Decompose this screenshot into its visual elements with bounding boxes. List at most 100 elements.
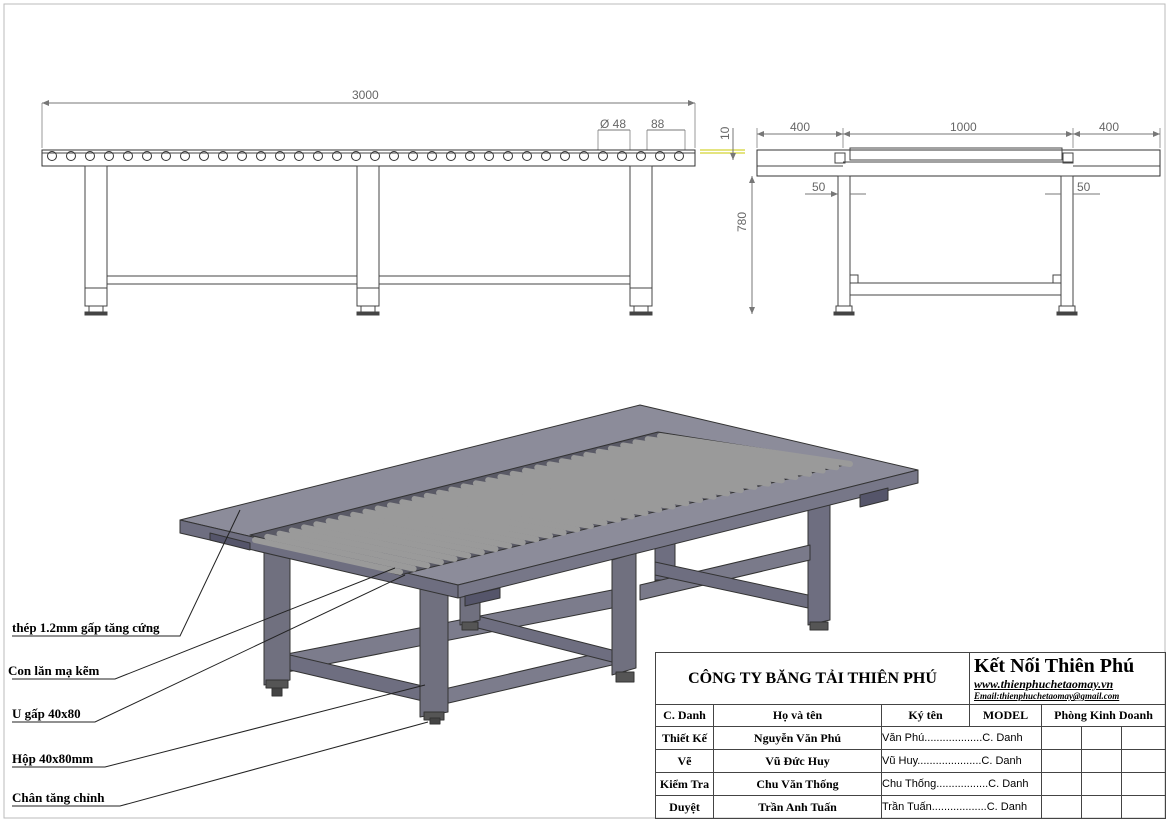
roller-end [579, 151, 589, 161]
dim-offset-right: 50 [1077, 180, 1091, 194]
roller-end [256, 151, 266, 161]
roller-end [332, 151, 342, 161]
roller-end [313, 151, 323, 161]
dim-overall-length: 3000 [352, 88, 379, 102]
iso-roller [399, 499, 567, 536]
dim-side-left: 400 [790, 120, 810, 134]
iso-roller [337, 514, 499, 553]
row-role: Duyệt [655, 795, 714, 819]
dim-offset-left: 50 [812, 180, 826, 194]
callout-box-tube: Hộp 40x80mm [12, 751, 94, 766]
header-role: C. Danh [655, 704, 714, 727]
row-sign: Văn Phú...................C. Danh [881, 726, 1042, 750]
page-frame [3, 3, 1166, 819]
callout-roller: Con lăn mạ kẽm [8, 663, 100, 678]
roller-end [408, 151, 418, 161]
iso-roller [276, 530, 431, 569]
iso-roller [411, 496, 581, 533]
iso-roller [644, 436, 840, 471]
callout-adjustable-foot: Chân tăng chỉnh [12, 790, 105, 805]
roller-end [522, 151, 532, 161]
callout-steel-sheet: thép 1.2mm gấp tăng cứng [12, 620, 160, 635]
roller-end [484, 151, 494, 161]
dim-middle: 1000 [950, 120, 977, 134]
isometric-rollers [252, 433, 853, 575]
iso-roller [522, 467, 703, 503]
roller-end [465, 151, 475, 161]
roller-end [199, 151, 209, 161]
iso-roller [607, 445, 799, 481]
row-name: Trần Anh Tuấn [713, 795, 882, 819]
iso-roller [288, 527, 444, 566]
roller-end [427, 151, 437, 161]
dim-roller-diameter: Ø 48 [600, 117, 626, 131]
roller-end [85, 151, 95, 161]
roller-end [218, 151, 228, 161]
roller-end [560, 151, 570, 161]
roller-end [503, 151, 513, 161]
iso-roller [558, 458, 744, 494]
iso-roller [497, 473, 676, 510]
header-name: Họ và tên [713, 704, 882, 727]
company-name: CÔNG TY BĂNG TẢI THIÊN PHÚ [655, 652, 970, 705]
iso-roller [387, 502, 553, 539]
iso-roller [472, 480, 649, 517]
iso-roller [350, 511, 513, 549]
iso-roller [657, 433, 853, 467]
side-view [749, 128, 1161, 316]
iso-roller [362, 508, 526, 546]
roller-end [370, 151, 380, 161]
header-department: Phòng Kinh Doanh [1040, 704, 1167, 727]
row-sign: Chu Thống.................C. Danh [881, 772, 1042, 796]
iso-roller [264, 533, 417, 572]
roller-end [142, 151, 152, 161]
iso-roller [436, 489, 608, 526]
iso-roller [546, 461, 731, 497]
dim-height: 780 [735, 212, 749, 232]
brand-website[interactable]: www.thienphuchetaomay.vn [974, 677, 1114, 691]
dim-roller-pitch: 88 [651, 117, 665, 131]
roller-end [47, 151, 57, 161]
iso-roller [423, 492, 594, 530]
roller-end [123, 151, 133, 161]
roller-end [636, 151, 646, 161]
row-sign: Trần Tuấn..................C. Danh [881, 795, 1042, 819]
iso-roller [374, 505, 540, 543]
roller-end [351, 151, 361, 161]
dim-side-right: 400 [1099, 120, 1119, 134]
iso-roller [485, 477, 663, 513]
brand-title: Kết Nối Thiên Phú [974, 655, 1135, 677]
roller-end [294, 151, 304, 161]
front-view [41, 100, 745, 316]
iso-roller [301, 524, 458, 562]
roller-end [541, 151, 551, 161]
roller-end [446, 151, 456, 161]
iso-roller [571, 455, 758, 490]
iso-roller [595, 448, 785, 484]
header-sign: Ký tên [881, 704, 970, 727]
roller-end [674, 151, 684, 161]
brand-email[interactable]: Email:thienphuchetaomay@gmail.com [974, 691, 1120, 701]
row-sign: Vũ Huy.....................C. Danh [881, 749, 1042, 773]
iso-roller [460, 483, 635, 520]
row-name: Chu Văn Thống [713, 772, 882, 796]
title-block: CÔNG TY BĂNG TẢI THIÊN PHÚ Kết Nối Thiên… [655, 652, 1167, 819]
front-rollers [47, 151, 684, 161]
iso-roller [448, 486, 622, 523]
row-role: Thiết Kế [655, 726, 714, 750]
roller-end [389, 151, 399, 161]
iso-roller [583, 451, 772, 487]
brand-block: Kết Nối Thiên Phú www.thienphuchetaomay.… [968, 652, 1167, 705]
callout-u-channel: U gấp 40x80 [12, 706, 81, 721]
iso-roller [509, 470, 690, 507]
roller-end [180, 151, 190, 161]
iso-roller [313, 521, 472, 559]
row-name: Nguyễn Văn Phú [713, 726, 882, 750]
callout-leaders [12, 509, 429, 807]
roller-end [598, 151, 608, 161]
dim-roller-top: 10 [718, 126, 732, 140]
roller-end [161, 151, 171, 161]
header-model: MODEL [969, 704, 1042, 727]
row-role: Kiểm Tra [655, 772, 714, 796]
